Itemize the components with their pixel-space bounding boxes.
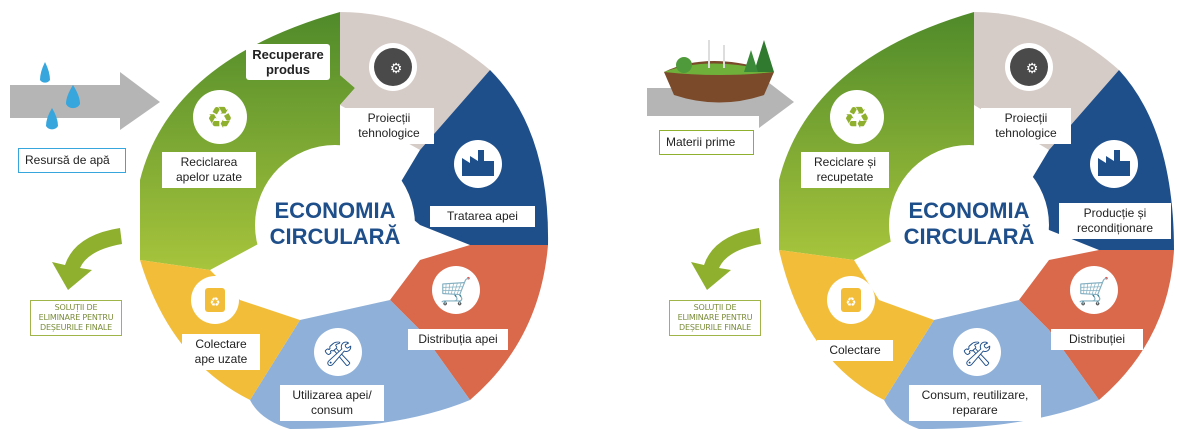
label-distributiei: Distribuției <box>1051 329 1143 350</box>
segment-yellow <box>779 250 934 400</box>
label-reciclare: Reciclare și recupetate <box>801 152 889 188</box>
factory-icon <box>454 140 502 188</box>
left-diagram: ♻ ⚙ 🛒 🛠 ♻ Resursă de apă SOLUȚII DE ELIM… <box>0 0 588 429</box>
left-cycle-wheel: ♻ ⚙ 🛒 🛠 ♻ <box>10 12 549 429</box>
label-line: apelor uzate <box>175 170 243 184</box>
right-diagram: ♻ ⚙ 🛒 🛠 ♻ Materii prime SOLUȚII DE ELIMI… <box>589 0 1177 429</box>
segment-yellow <box>140 260 300 400</box>
svg-text:♻: ♻ <box>207 101 234 136</box>
bin-icon: ♻ <box>827 276 875 324</box>
segment-orange <box>1019 250 1174 400</box>
factory-icon <box>1090 140 1138 188</box>
center-title-line: CIRCULARĂ <box>269 224 401 249</box>
label-recuperare: Recuperare produs <box>246 44 330 80</box>
output-label-line: DEȘEURILE FINALE <box>679 323 751 332</box>
label-colectare: Colectare ape uzate <box>182 334 260 370</box>
label-consum: Consum, reutilizare, reparare <box>909 385 1041 421</box>
recycle-icon: ♻ <box>193 90 247 144</box>
bin-icon: ♻ <box>191 276 239 324</box>
input-arrow <box>10 72 160 130</box>
label-distributia: Distribuția apei <box>408 329 508 350</box>
label-line: recupetate <box>816 170 874 184</box>
label-line: Producție și <box>1083 206 1147 220</box>
svg-text:🛒: 🛒 <box>440 276 472 307</box>
tools-icon: 🛠 <box>314 328 362 376</box>
label-line: Proiecții <box>367 111 411 125</box>
label-line: Utilizarea apei/ <box>292 388 372 402</box>
tools-icon: 🛠 <box>953 328 1001 376</box>
output-label-line: SOLUȚII DE <box>693 303 737 312</box>
svg-text:🛒: 🛒 <box>1078 276 1110 307</box>
label-proiectii: Proiecții tehnologice <box>981 108 1071 144</box>
output-arrow <box>691 228 761 290</box>
label-line: Colectare <box>829 343 881 357</box>
label-line: recondiționare <box>1076 221 1154 235</box>
svg-text:🛠: 🛠 <box>962 340 992 368</box>
svg-text:♻: ♻ <box>844 101 871 136</box>
label-line: Distribuției <box>1068 332 1125 346</box>
label-line: tehnologice <box>358 126 420 140</box>
center-title-line: CIRCULARĂ <box>903 224 1035 249</box>
landscape-icon <box>664 40 774 103</box>
input-label: Materii prime <box>659 130 754 155</box>
center-circle <box>889 145 1049 305</box>
output-arrow <box>52 228 122 290</box>
shopping-cart-icon: 🛒 <box>432 266 480 314</box>
label-colectare: Colectare <box>817 340 893 361</box>
output-label-line: DEȘEURILE FINALE <box>40 323 112 332</box>
head-gear-icon: ⚙ <box>1005 43 1053 91</box>
label-tratarea: Tratarea apei <box>430 206 535 227</box>
label-line: Recuperare <box>252 47 324 62</box>
label-productie: Producție și recondiționare <box>1059 203 1171 239</box>
label-line: Proiecții <box>1004 111 1048 125</box>
output-label: SOLUȚII DE ELIMINARE PENTRU DEȘEURILE FI… <box>30 300 122 336</box>
center-circle <box>255 145 415 305</box>
recycle-icon: ♻ <box>830 90 884 144</box>
right-cycle-wheel: ♻ ⚙ 🛒 🛠 ♻ <box>647 12 1174 429</box>
label-line: Reciclarea <box>180 155 238 169</box>
head-gear-icon: ⚙ <box>369 43 417 91</box>
svg-text:♻: ♻ <box>846 295 857 309</box>
label-utilizarea: Utilizarea apei/ consum <box>280 385 384 421</box>
label-line: Consum, reutilizare, <box>921 388 1029 402</box>
label-line: Distribuția apei <box>418 332 498 346</box>
segment-orange <box>390 245 548 400</box>
label-line: Tratarea apei <box>447 209 518 223</box>
label-line: reparare <box>952 403 998 417</box>
shopping-cart-icon: 🛒 <box>1070 266 1118 314</box>
svg-text:⚙: ⚙ <box>1026 61 1039 77</box>
svg-text:⚙: ⚙ <box>390 61 403 77</box>
input-label: Resursă de apă <box>18 148 126 173</box>
label-line: consum <box>310 403 354 417</box>
label-line: tehnologice <box>995 126 1057 140</box>
center-title: ECONOMIA CIRCULARĂ <box>889 198 1049 250</box>
label-proiectii: Proiecții tehnologice <box>344 108 434 144</box>
output-label: SOLUȚII DE ELIMINARE PENTRU DEȘEURILE FI… <box>669 300 761 336</box>
label-line: ape uzate <box>194 352 248 366</box>
center-title-line: ECONOMIA <box>908 198 1030 223</box>
water-drops-icon <box>40 62 80 130</box>
label-line: Colectare <box>195 337 247 351</box>
svg-text:♻: ♻ <box>210 295 221 309</box>
label-reciclarea: Reciclarea apelor uzate <box>162 152 256 188</box>
output-label-line: SOLUȚII DE <box>54 303 98 312</box>
svg-text:🛠: 🛠 <box>323 340 353 368</box>
center-title-line: ECONOMIA <box>274 198 396 223</box>
label-line: produs <box>265 62 311 77</box>
center-title: ECONOMIA CIRCULARĂ <box>255 198 415 250</box>
output-label-line: ELIMINARE PENTRU <box>38 313 114 322</box>
output-label-line: ELIMINARE PENTRU <box>677 313 753 322</box>
label-line: Reciclare și <box>813 155 876 169</box>
